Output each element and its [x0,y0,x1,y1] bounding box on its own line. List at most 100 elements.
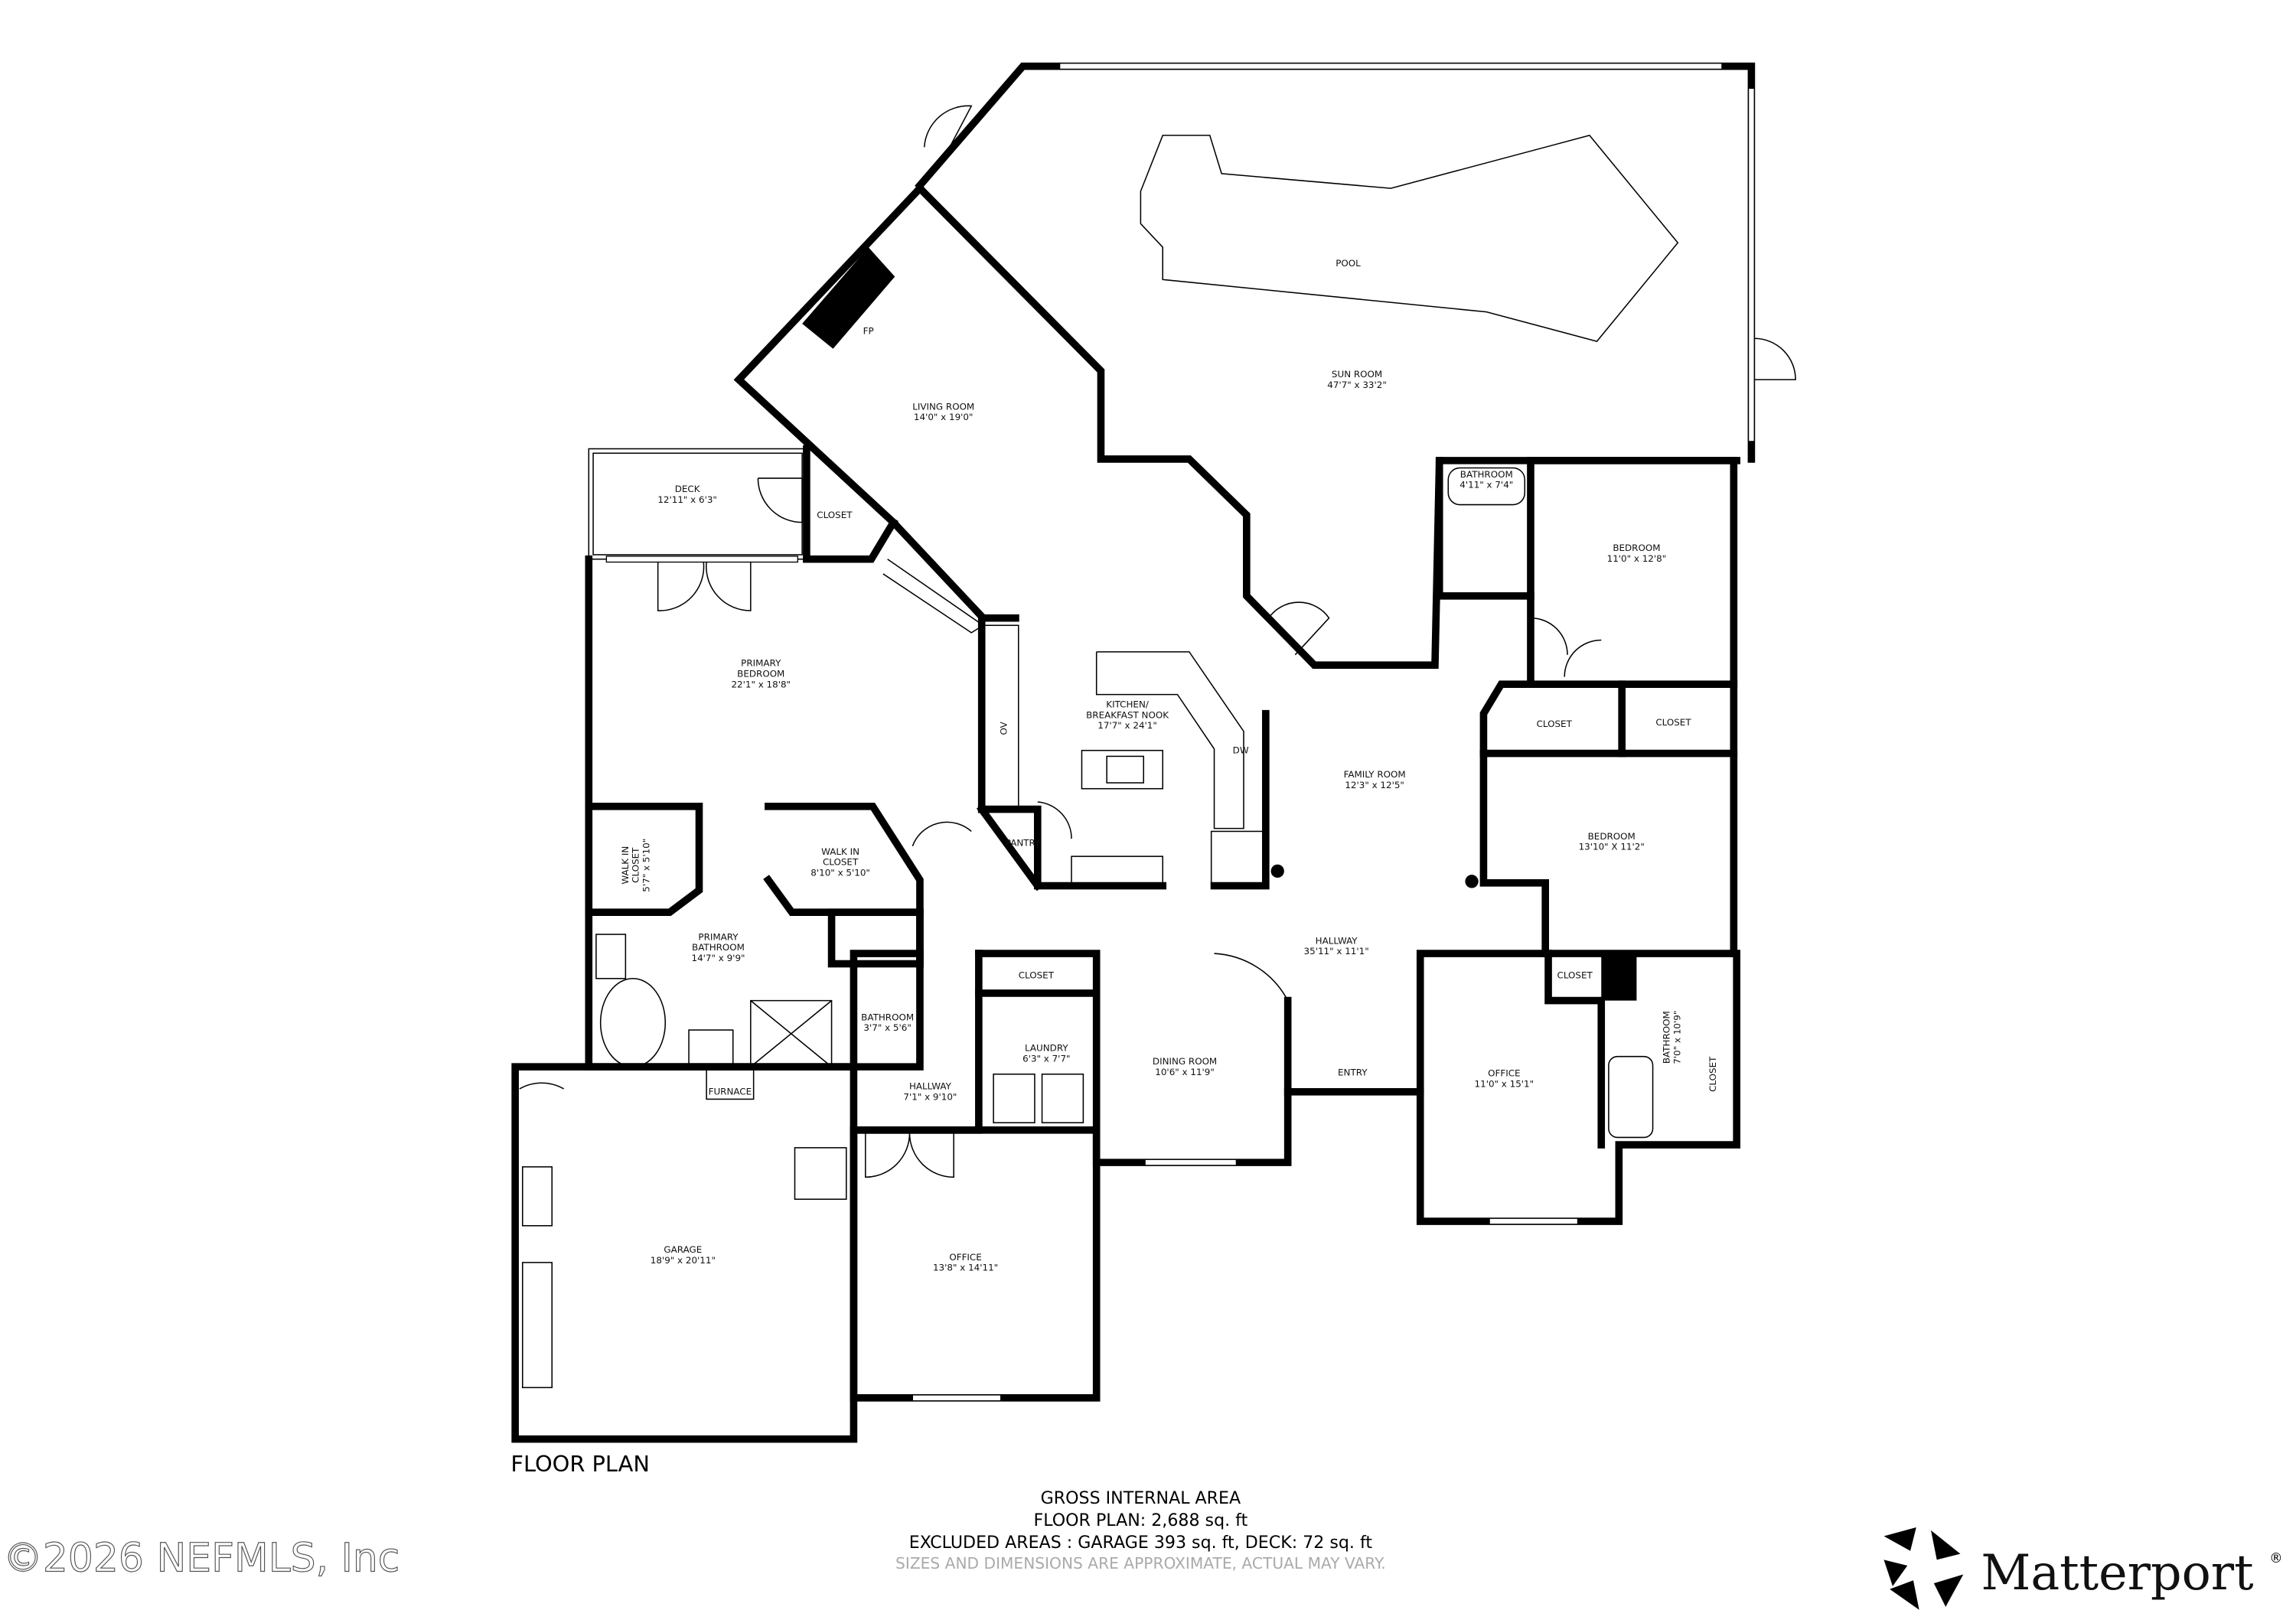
room-name: WALK IN [821,846,859,857]
room-name: CLOSET [1707,1056,1718,1092]
brand-registered-mark: ® [2269,1551,2282,1566]
room-line: BREAKFAST NOOK [1086,709,1169,720]
room-label: FP [863,326,874,337]
room-label: ENTRY [1338,1067,1368,1078]
room-line: 12'3" x 12'5" [1345,780,1404,790]
room-line: 8'10" x 5'10" [810,868,870,878]
room-name: LIVING ROOM [912,401,974,412]
room-name: SUN ROOM [1332,369,1382,380]
room-label: CLOSET [817,510,853,520]
room-line: 17'7" x 24'1" [1097,720,1157,731]
room-line: CLOSET [631,847,641,883]
room-name: BATHROOM [861,1012,914,1022]
kitchen-walls [912,651,1479,891]
room-name: BATHROOM [1460,469,1513,480]
room-label: FURNACE [709,1087,752,1097]
room-name: DECK [675,484,701,494]
room-line: 22'1" x 18'8" [731,679,791,689]
room-name: CLOSET [1557,970,1593,981]
primary-suite-walls [585,445,1019,1071]
room-label: WALK INCLOSET5'7" x 5'10" [620,839,652,892]
room-name: OFFICE [949,1252,981,1263]
room-line: BEDROOM [737,669,784,680]
room-name: BEDROOM [1588,831,1636,842]
pool-outline [1140,135,1679,342]
room-name: GARAGE [664,1244,702,1255]
room-name: FURNACE [709,1087,752,1097]
room-label: CLOSET [1557,970,1593,981]
room-name: POOL [1336,258,1361,269]
room-label: CLOSET [1537,719,1573,729]
room-line: 7'0" x 10'9" [1671,1011,1682,1064]
room-line: BATHROOM [692,942,745,953]
room-name: FP [863,326,874,337]
room-line: 6'3" x 7'7" [1022,1054,1070,1064]
east-wing-walls [1435,457,1738,957]
living-room-walls [733,183,1443,669]
room-name: CLOSET [1019,970,1055,981]
room-line: 7'1" x 9'10" [903,1092,957,1103]
room-line: 14'0" x 19'0" [914,412,974,422]
disclaimer: SIZES AND DIMENSIONS ARE APPROXIMATE, AC… [895,1554,1386,1572]
watermark: ©2026 NEFMLS, Inc [3,1536,400,1582]
room-line: CLOSET [823,857,859,868]
room-line: 11'0" x 15'1" [1475,1078,1534,1089]
gross-area-heading: GROSS INTERNAL AREA [1041,1488,1241,1508]
room-name: CLOSET [1655,717,1691,728]
room-line: 5'7" x 5'10" [641,839,652,892]
room-line: 12'11" x 6'3" [657,494,717,505]
room-name: CLOSET [817,510,853,520]
excluded-areas: EXCLUDED AREAS : GARAGE 393 sq. ft, DECK… [909,1533,1373,1553]
room-name: HALLWAY [1316,935,1358,946]
matterport-logo-icon [1883,1527,1964,1610]
room-label: CLOSET [1707,1056,1718,1092]
room-line: 10'6" x 11'9" [1155,1067,1215,1077]
room-name: OFFICE [1488,1067,1520,1078]
floor-plan-area: FLOOR PLAN: 2,688 sq. ft [1034,1511,1248,1530]
room-name: BATHROOM [1661,1011,1671,1064]
room-label: POOL [1336,258,1361,269]
room-name: PANTRY [1006,838,1041,849]
room-label: CLOSET [1655,717,1691,728]
room-line: 14'7" x 9'9" [692,953,745,963]
room-line: 11'0" x 12'8" [1607,553,1667,564]
room-line: 4'11" x 7'4" [1459,480,1513,490]
room-name: PRIMARY [741,658,781,669]
room-name: WALK IN [620,846,631,885]
room-label: BATHROOM7'0" x 10'9" [1661,1011,1682,1064]
room-name: ENTRY [1338,1067,1368,1078]
garage-walls [511,1063,1101,1443]
room-name: KITCHEN/ [1106,699,1150,710]
southeast-walls [1283,950,1740,1225]
room-line: 13'10" X 11'2" [1579,842,1645,852]
room-label: OV [998,721,1009,735]
fireplace-icon [802,247,895,349]
room-name: DW [1233,745,1249,756]
room-name: FAMILY ROOM [1344,769,1406,780]
floor-plan-title: FLOOR PLAN [510,1451,650,1477]
room-line: 35'11" x 11'1" [1304,946,1369,957]
room-line: 13'8" x 14'11" [933,1263,998,1273]
room-line: 3'7" x 5'6" [863,1022,911,1033]
room-label: CLOSET [1019,970,1055,981]
brand-name: Matterport [1981,1544,2253,1601]
